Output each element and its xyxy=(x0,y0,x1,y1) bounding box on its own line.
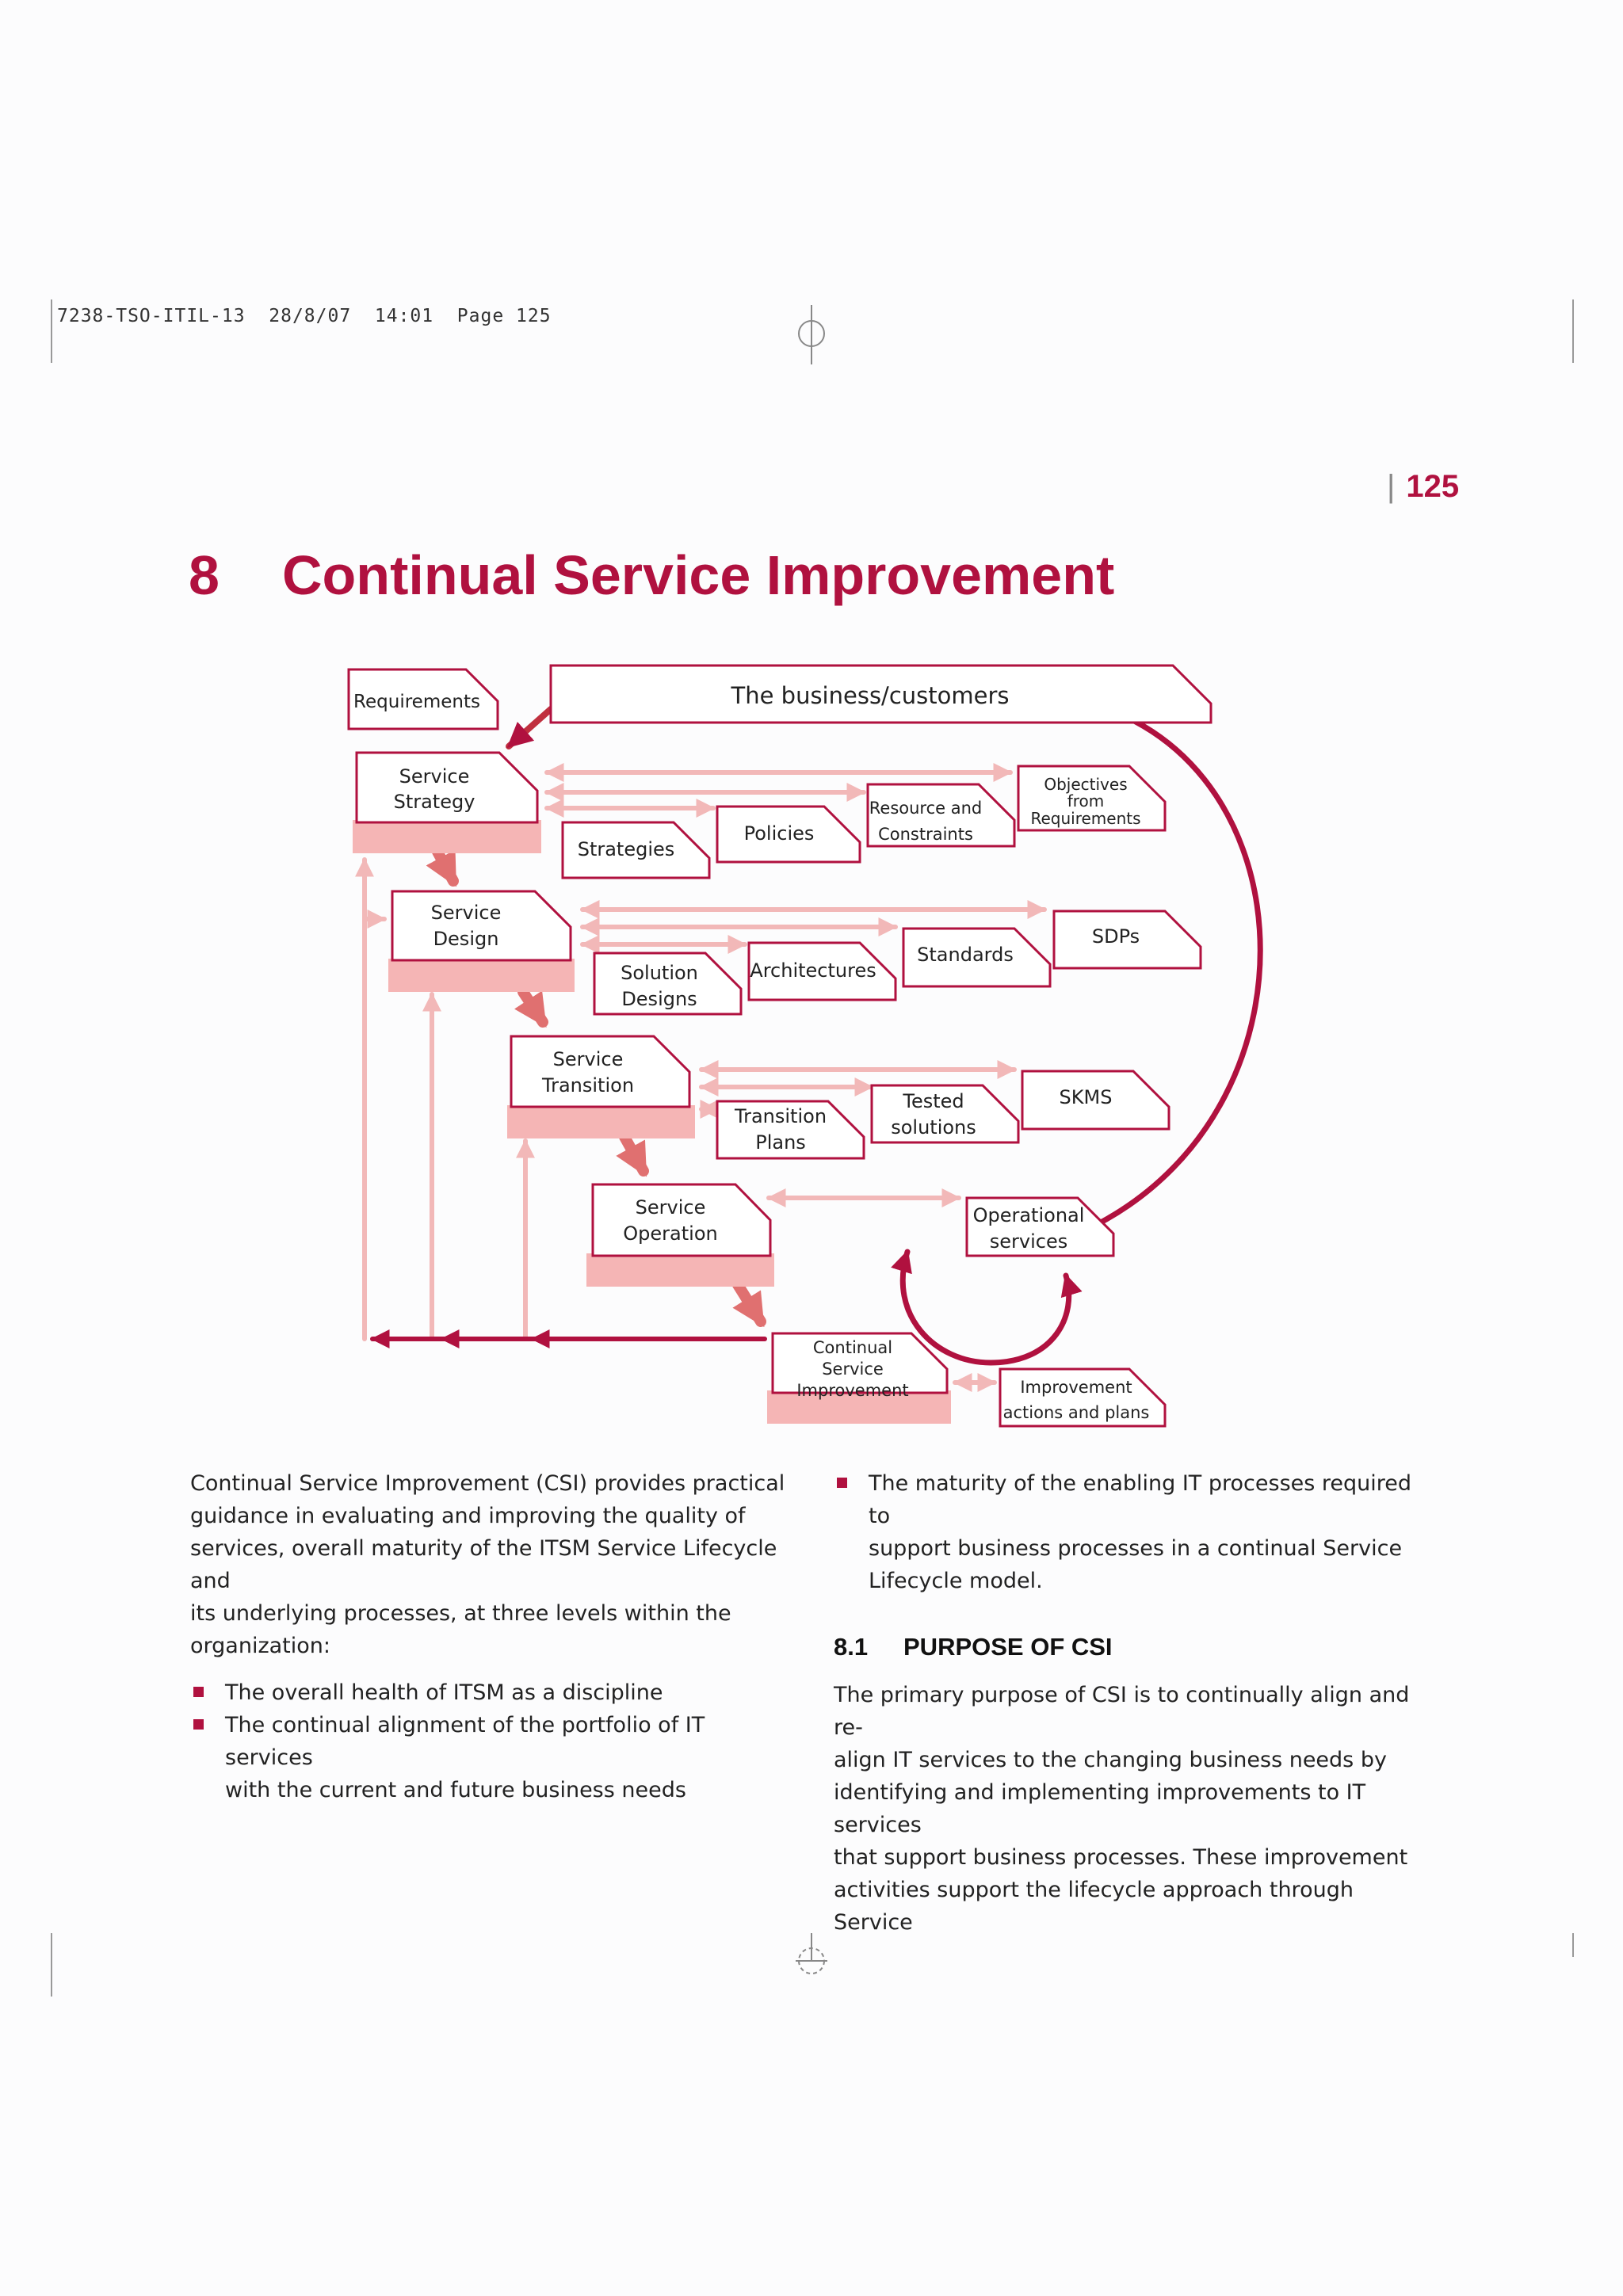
tested-line1: Tested xyxy=(902,1090,964,1112)
resources-box xyxy=(866,783,1016,848)
service-operation-box xyxy=(591,1183,772,1257)
service-design-box xyxy=(391,890,572,962)
bullet-icon xyxy=(193,1687,204,1697)
improvement-actions-box xyxy=(999,1367,1167,1428)
csi-box xyxy=(771,1332,949,1394)
list-item: The continual alignment of the portfolio… xyxy=(190,1709,792,1806)
operational-line2: services xyxy=(990,1230,1067,1253)
chapter-title: 8 Continual Service Improvement xyxy=(189,543,1114,607)
section-number: 8.1 xyxy=(834,1633,869,1661)
stage-arrows xyxy=(426,846,766,1328)
stage-shadows xyxy=(353,820,951,1424)
sdps-box xyxy=(1052,910,1202,970)
operation-line2: Operation xyxy=(623,1222,717,1245)
business-label: The business/customers xyxy=(731,682,1010,709)
tested-solutions-box xyxy=(870,1084,1020,1144)
intro-paragraph: Continual Service Improvement (CSI) prov… xyxy=(190,1471,785,1658)
service-strategy-box xyxy=(355,751,539,824)
requirements-box xyxy=(347,668,499,730)
diagram-boxes xyxy=(347,664,1212,1428)
solution-line1: Solution xyxy=(621,962,698,984)
right-column: The maturity of the enabling IT processe… xyxy=(834,1467,1436,1939)
strategies-label: Strategies xyxy=(578,838,675,860)
level-list: The overall health of ITSM as a discipli… xyxy=(190,1676,792,1806)
design-line2: Design xyxy=(433,928,499,950)
crop-mark-left-top xyxy=(51,299,52,363)
csi-line3: Improvement xyxy=(796,1381,908,1400)
objectives-box xyxy=(1017,765,1167,832)
policies-box xyxy=(716,805,861,864)
plans-line1: Transition xyxy=(734,1105,827,1127)
standards-box xyxy=(902,927,1052,988)
skms-label: SKMS xyxy=(1060,1086,1113,1108)
strategy-line1: Service xyxy=(399,765,470,788)
objectives-line3: Requirements xyxy=(1030,809,1140,828)
chapter-title-text: Continual Service Improvement xyxy=(282,544,1115,606)
strategies-box xyxy=(561,821,711,879)
operational-line1: Operational xyxy=(973,1204,1085,1226)
crop-mark-right-top xyxy=(1572,299,1574,363)
standards-label: Standards xyxy=(917,944,1014,966)
transition-line2: Transition xyxy=(541,1074,634,1097)
business-box xyxy=(549,664,1212,724)
section-heading: 8.1 PURPOSE OF CSI xyxy=(834,1630,1436,1663)
maturity-list: The maturity of the enabling IT processe… xyxy=(834,1467,1436,1597)
bullet-icon xyxy=(837,1478,847,1488)
objectives-line1: Objectives xyxy=(1044,775,1127,794)
transition-plans-box xyxy=(716,1100,865,1160)
chapter-number: 8 xyxy=(189,544,220,606)
solution-line2: Designs xyxy=(621,988,697,1010)
requirements-label: Requirements xyxy=(353,692,480,712)
improvement-line1: Improvement xyxy=(1020,1378,1132,1397)
resources-line2: Constraints xyxy=(878,825,973,844)
improvement-line2: actions and plans xyxy=(1003,1403,1150,1422)
purpose-paragraph: The primary purpose of CSI is to continu… xyxy=(834,1683,1410,1935)
list-item: The overall health of ITSM as a discipli… xyxy=(190,1676,792,1709)
architectures-box xyxy=(747,941,897,1001)
sdps-label: SDPs xyxy=(1092,925,1140,948)
resources-line1: Resource and xyxy=(869,799,983,818)
output-arrows xyxy=(544,763,1047,1392)
feedback-curve xyxy=(1059,689,1263,1227)
objectives-line2: from xyxy=(1067,791,1105,810)
architectures-label: Architectures xyxy=(750,959,876,982)
bullet-icon xyxy=(193,1719,204,1730)
section-title: PURPOSE OF CSI xyxy=(903,1633,1113,1661)
improvement-loop xyxy=(891,1249,1083,1366)
policies-label: Policies xyxy=(744,822,815,845)
tested-line2: solutions xyxy=(891,1116,976,1138)
operation-line1: Service xyxy=(636,1196,706,1219)
service-transition-box xyxy=(510,1035,691,1108)
transition-line1: Service xyxy=(553,1048,624,1070)
business-arrow xyxy=(506,706,554,749)
solution-designs-box xyxy=(593,952,743,1016)
crop-mark-left-bottom xyxy=(51,1933,52,1997)
skms-box xyxy=(1021,1070,1170,1131)
csi-line2: Service xyxy=(822,1360,884,1379)
csi-line1: Continual xyxy=(813,1338,892,1357)
design-line1: Service xyxy=(431,902,502,924)
operational-services-box xyxy=(965,1196,1115,1257)
plans-line2: Plans xyxy=(755,1131,806,1154)
crop-mark-right-bottom xyxy=(1572,1933,1574,1957)
list-item: The maturity of the enabling IT processe… xyxy=(834,1467,1436,1597)
print-slug: 7238-TSO-ITIL-13 28/8/07 14:01 Page 125 xyxy=(57,306,552,326)
feedback-vertical-lines xyxy=(355,857,535,1341)
page-number: |125 xyxy=(1387,469,1460,504)
strategy-line2: Strategy xyxy=(394,791,475,813)
left-column: Continual Service Improvement (CSI) prov… xyxy=(190,1467,792,1806)
